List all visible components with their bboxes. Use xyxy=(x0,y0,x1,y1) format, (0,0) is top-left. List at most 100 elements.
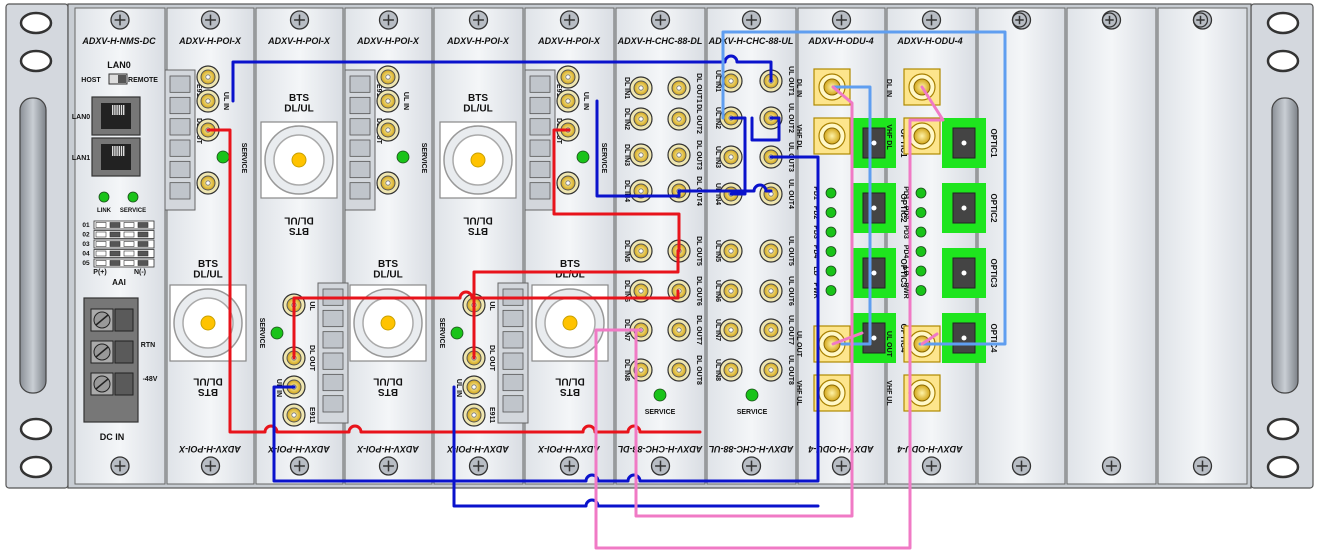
service-label: SERVICE xyxy=(240,143,247,174)
dl-in-connector[interactable] xyxy=(629,239,653,263)
screw-icon xyxy=(289,456,310,476)
vent-slot xyxy=(529,139,551,157)
e911-connector[interactable] xyxy=(196,65,220,89)
ul-connector[interactable] xyxy=(196,171,220,195)
dl-out-connector[interactable] xyxy=(376,118,400,142)
pink-cable xyxy=(594,85,945,550)
dl-out-connector[interactable] xyxy=(667,107,691,131)
ul-in-connector[interactable] xyxy=(719,279,743,303)
optic-port[interactable]: OPTIC3 xyxy=(852,248,908,298)
e911-connector[interactable] xyxy=(282,403,306,427)
sma-pin xyxy=(728,288,734,294)
dl-out-connector[interactable] xyxy=(667,318,691,342)
optic-port[interactable]: OPTIC3 xyxy=(942,248,998,298)
ul-out-connector[interactable] xyxy=(759,279,783,303)
e911-connector[interactable] xyxy=(376,65,400,89)
label-line: BTS xyxy=(198,259,218,270)
ul-in-connector[interactable] xyxy=(376,89,400,113)
rj45-port-icon[interactable] xyxy=(91,96,141,136)
sma-bulkhead-port[interactable] xyxy=(813,374,851,412)
screw-icon xyxy=(1101,12,1118,28)
label-line: BTS xyxy=(378,386,398,397)
remote-label: REMOTE xyxy=(128,77,158,84)
vent-slot xyxy=(169,182,191,200)
ul-connector[interactable] xyxy=(556,171,580,195)
dl-in-label: DL IN5 xyxy=(623,240,630,262)
screw-icon xyxy=(650,10,671,30)
odu-led-icon xyxy=(825,207,837,218)
label-line: DL/UL xyxy=(373,270,402,281)
e911-connector[interactable] xyxy=(462,403,486,427)
sma-pin xyxy=(728,78,734,84)
service-label: SERVICE xyxy=(600,143,607,174)
dl-out-connector[interactable] xyxy=(667,76,691,100)
dl-in-connector[interactable] xyxy=(629,143,653,167)
screw-icon xyxy=(468,10,489,30)
optic-label: OPTIC2 xyxy=(989,194,998,223)
rtn-label: RTN xyxy=(141,342,155,349)
dl-in-connector[interactable] xyxy=(629,76,653,100)
ul-in-connector[interactable] xyxy=(462,375,486,399)
terminal-clamp xyxy=(114,340,134,364)
label-line: BTS xyxy=(198,386,218,397)
rj45-opening xyxy=(101,103,131,129)
sma-pin xyxy=(638,116,644,122)
dl-in-connector[interactable] xyxy=(629,358,653,382)
bts-dlul-port[interactable] xyxy=(349,284,427,362)
ul-in-connector[interactable] xyxy=(556,89,580,113)
label-line: BTS xyxy=(378,259,398,270)
bts-dlul-port[interactable] xyxy=(439,121,517,199)
label-line: BTS xyxy=(468,225,488,236)
screw-icon xyxy=(559,10,580,30)
optic-port[interactable]: OPTIC2 xyxy=(942,183,998,233)
red-cable xyxy=(292,289,680,360)
dip-row-label: 02 xyxy=(82,232,90,239)
rj45-pin xyxy=(118,105,120,115)
sma-bulkhead-port[interactable] xyxy=(813,117,851,155)
vent-slot xyxy=(529,118,551,136)
sma-pin xyxy=(385,98,391,104)
dc-terminal-block[interactable] xyxy=(83,297,139,423)
screw-icon xyxy=(921,456,942,476)
ul-out-connector[interactable] xyxy=(759,318,783,342)
module-name-top: ADXV-H-POI-X xyxy=(178,36,242,46)
ul-in-connector[interactable] xyxy=(719,358,743,382)
rj45-port-icon[interactable] xyxy=(91,137,141,177)
e911-connector[interactable] xyxy=(556,65,580,89)
ul-in-connector[interactable] xyxy=(719,318,743,342)
vent-slot xyxy=(322,352,344,370)
vhf-ul-label: VHF UL xyxy=(795,380,802,406)
label-line: DL/UL xyxy=(373,376,402,387)
label-line: DL/UL xyxy=(193,376,222,387)
sma-pin xyxy=(565,180,571,186)
rack-ear-left xyxy=(5,3,69,489)
screw-icon xyxy=(831,10,852,30)
dl-out-connector[interactable] xyxy=(667,358,691,382)
dl-out-connector[interactable] xyxy=(667,143,691,167)
ul-connector[interactable] xyxy=(376,171,400,195)
sma-pin xyxy=(205,180,211,186)
rj45-pin xyxy=(112,146,114,156)
sma-pin xyxy=(638,85,644,91)
ul-in-connector[interactable] xyxy=(719,239,743,263)
dip-toggle xyxy=(123,241,135,247)
bts-dlul-port[interactable] xyxy=(169,284,247,362)
sma-pin xyxy=(565,98,571,104)
e911-label: E911 xyxy=(195,84,202,100)
dl-in-connector[interactable] xyxy=(629,107,653,131)
label-line: DL/UL xyxy=(284,104,313,115)
sma-pin xyxy=(565,74,571,80)
optic-port[interactable]: OPTIC1 xyxy=(942,118,998,168)
bts-dlul-port[interactable] xyxy=(260,121,338,199)
bts-dlul-label-flipped: BTSDL/UL xyxy=(555,376,584,398)
port-pin xyxy=(200,315,216,331)
ul-in-connector[interactable] xyxy=(196,89,220,113)
ul-in-connector[interactable] xyxy=(719,145,743,169)
dl-out-label: DL OUT xyxy=(308,345,315,372)
ul-out-connector[interactable] xyxy=(759,358,783,382)
port-pin xyxy=(291,152,307,168)
ul-out-connector[interactable] xyxy=(759,239,783,263)
bts-dlul-label-flipped: BTSDL/UL xyxy=(193,376,222,398)
dl-in-connector[interactable] xyxy=(629,179,653,203)
